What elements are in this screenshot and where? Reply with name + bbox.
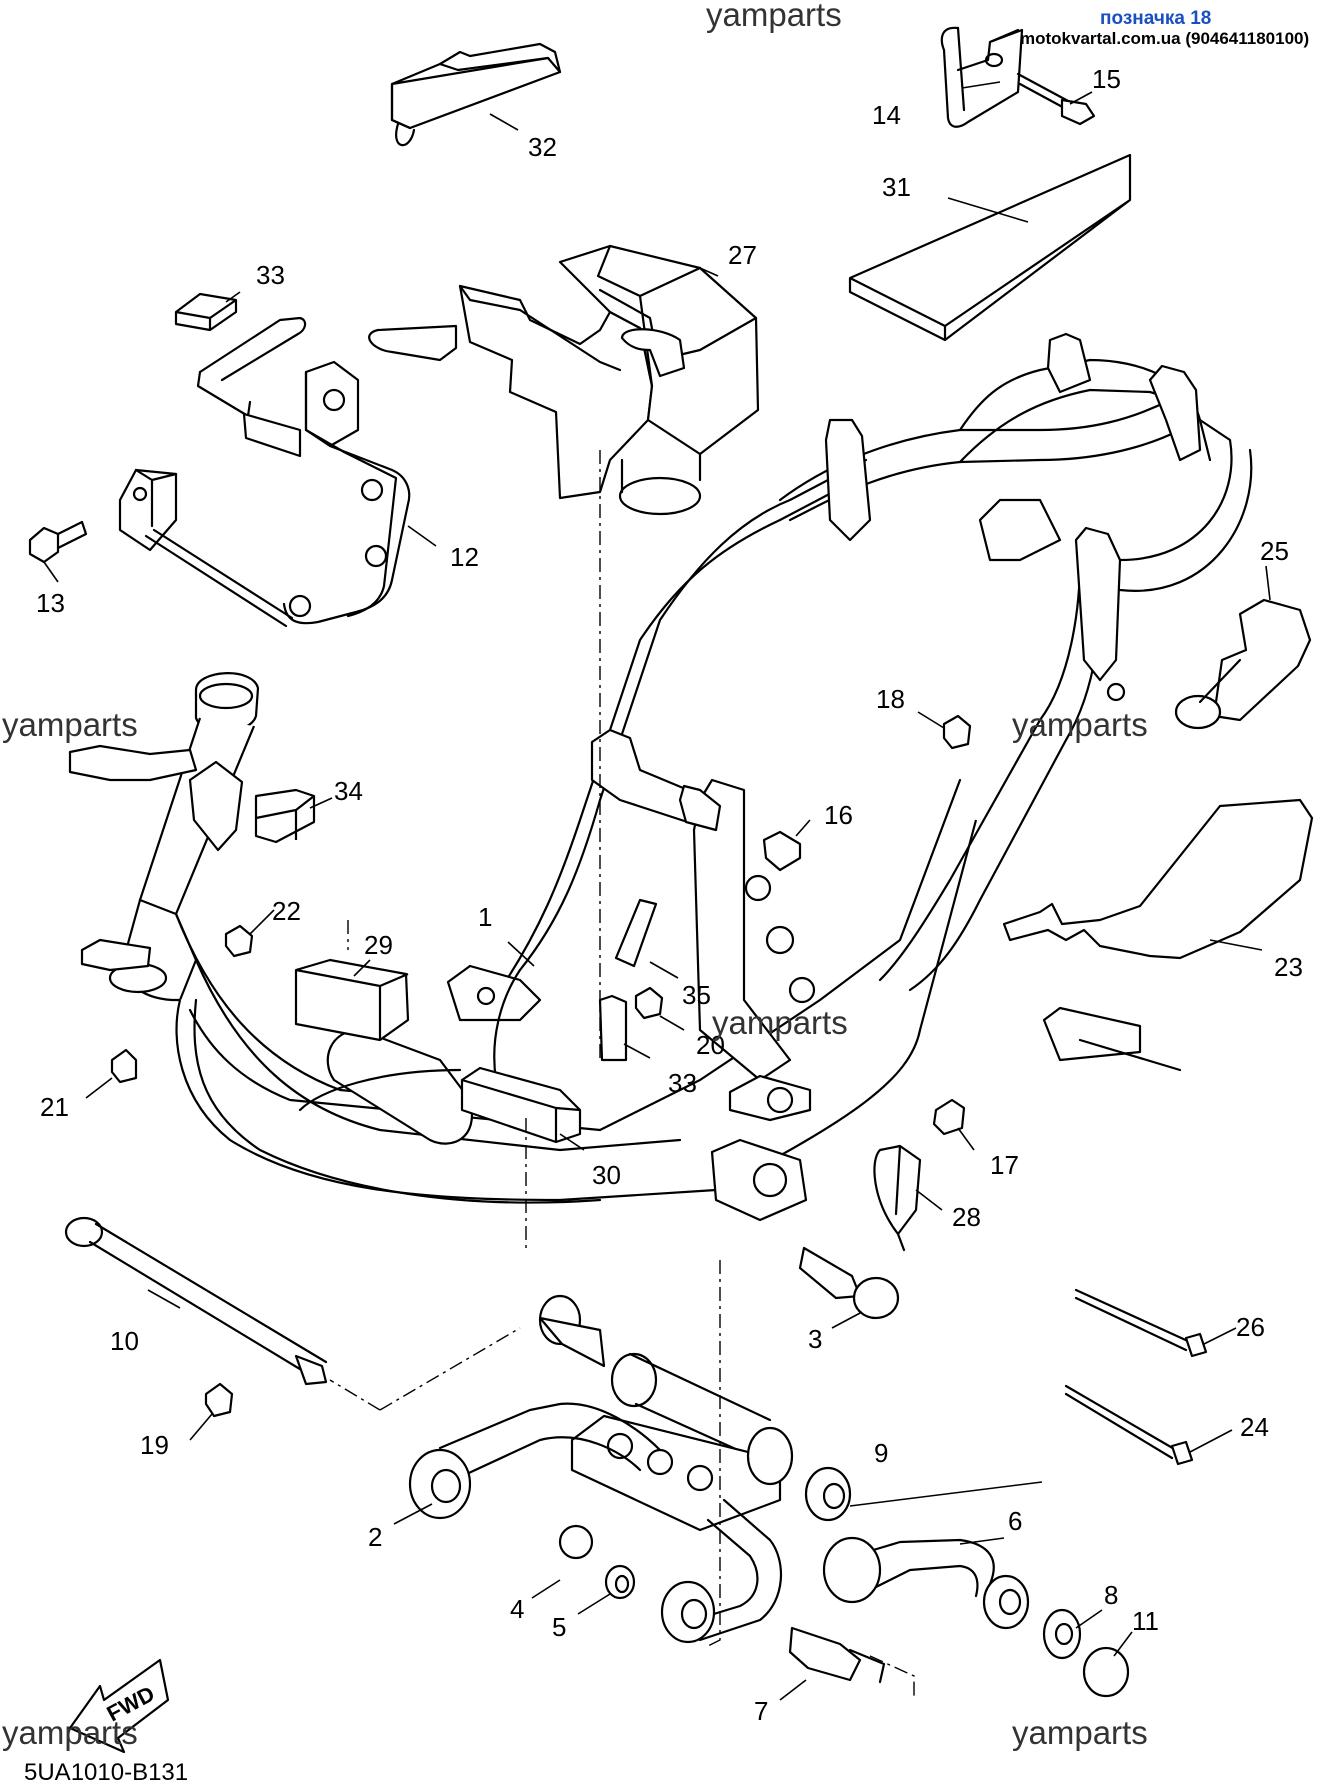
callout-31: 31 [882, 172, 911, 202]
callout-12: 12 [450, 542, 479, 572]
part-3-drawing [798, 1246, 900, 1320]
callout-21: 21 [40, 1092, 69, 1122]
callout-labels: 1 2 3 4 5 6 7 8 9 10 11 12 13 14 15 16 1… [36, 64, 1303, 1726]
part-30-drawing [460, 1066, 582, 1144]
engine-mount-drawing [408, 1294, 1130, 1698]
callout-16: 16 [824, 800, 853, 830]
watermark-right: yamparts [1012, 706, 1148, 743]
watermark-center: yamparts [712, 1004, 848, 1041]
callout-34: 34 [334, 776, 363, 806]
part-10-drawing [64, 1216, 328, 1386]
part-26-head [1184, 1332, 1208, 1358]
callout-5: 5 [552, 1612, 566, 1642]
callout-2: 2 [368, 1522, 382, 1552]
callout-11: 11 [1132, 1606, 1159, 1636]
callout-1: 1 [478, 902, 492, 932]
part-34-drawing [254, 788, 316, 844]
part-33-lower-drawing [598, 994, 628, 1062]
callout-14: 14 [872, 100, 901, 130]
part-33-upper-drawing [174, 292, 238, 332]
part-17-drawing [932, 1098, 966, 1136]
callout-13: 13 [36, 588, 65, 618]
watermark-bottom-left: yamparts [2, 1714, 138, 1751]
part-25-drawing [1174, 598, 1312, 730]
callout-33-upper: 33 [256, 260, 285, 290]
callout-4: 4 [510, 1594, 524, 1624]
part-22-drawing [224, 924, 254, 958]
callout-33-lower: 33 [668, 1068, 697, 1098]
callout-17: 17 [990, 1150, 1019, 1180]
callout-9: 9 [874, 1438, 888, 1468]
callout-26: 26 [1236, 1312, 1265, 1342]
callout-25: 25 [1260, 536, 1289, 566]
part-35-drawing [614, 898, 658, 968]
callout-27: 27 [728, 240, 757, 270]
part-15-drawing [1016, 72, 1096, 126]
part-19-drawing [204, 1382, 234, 1418]
callout-29: 29 [364, 930, 393, 960]
leader-lines [43, 81, 1271, 1701]
diagram-code: 5UA1010-B131 [24, 1759, 188, 1786]
part-24-head [1170, 1440, 1194, 1466]
callout-15: 15 [1092, 64, 1121, 94]
watermark-left: yamparts [2, 706, 138, 743]
part-14-drawing [940, 26, 1024, 128]
part-12-drawing [118, 316, 411, 628]
part-23-drawing [1002, 798, 1314, 960]
callout-24: 24 [1240, 1412, 1269, 1442]
callout-22: 22 [272, 896, 301, 926]
part-28-drawing [873, 1144, 922, 1252]
page-tag: позначка 18 [1100, 8, 1211, 29]
callout-23: 23 [1274, 952, 1303, 982]
callout-28: 28 [952, 1202, 981, 1232]
callout-35: 35 [682, 980, 711, 1010]
part-26-drawing [1074, 1288, 1192, 1352]
watermark-bottom-right: yamparts [1012, 1714, 1148, 1751]
part-32-drawing [390, 42, 562, 147]
callout-32: 32 [528, 132, 557, 162]
callout-19: 19 [140, 1430, 169, 1460]
part-24-drawing [1064, 1384, 1178, 1460]
part-20-drawing [634, 986, 664, 1020]
part-29-drawing [294, 958, 410, 1042]
callout-7: 7 [754, 1696, 768, 1726]
callout-30: 30 [592, 1160, 621, 1190]
watermark-top: yamparts [706, 0, 842, 33]
callout-10: 10 [110, 1326, 139, 1356]
callout-20: 20 [696, 1030, 725, 1060]
callout-18: 18 [876, 684, 905, 714]
contact-info: motokvartal.com.ua (904641180100) [1020, 29, 1309, 48]
part-1-frame-drawing [68, 332, 1253, 1222]
callout-8: 8 [1104, 1580, 1118, 1610]
alignment-lines [329, 450, 915, 1700]
part-31-drawing [848, 153, 1132, 342]
part-21-drawing [110, 1048, 138, 1084]
callout-6: 6 [1008, 1506, 1022, 1536]
callout-3: 3 [808, 1324, 822, 1354]
part-27-drawing [368, 244, 760, 516]
part-13-drawing [28, 520, 88, 564]
part-18-drawing [942, 714, 972, 750]
part-16-drawing [762, 830, 802, 872]
